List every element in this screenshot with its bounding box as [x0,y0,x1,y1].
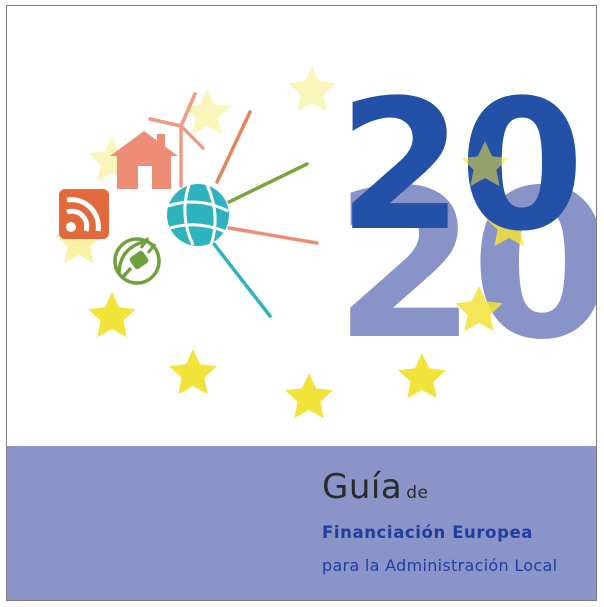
house-icon [110,131,178,189]
wind-turbine-icon [148,92,205,188]
rss-feed-icon [59,189,109,239]
subtitle-line2: para la Administración Local [322,556,558,575]
year-back-numeral: 20 [334,147,597,385]
cover-frame: 20 20 [6,5,597,601]
star-icon [169,349,217,395]
electric-plug-icon [113,237,161,285]
star-icon [398,353,446,399]
star-icon [288,66,336,112]
radiating-lines [212,110,319,318]
star-icon [485,201,533,247]
title-band [7,446,596,600]
title-main: Guía [322,467,403,507]
star-icon [88,292,136,338]
star-icon [455,286,503,332]
star-icon [285,373,333,419]
star-icon [461,141,509,187]
eu-stars-top [461,141,509,187]
title-de: de [406,483,429,503]
star-icon [55,218,103,264]
year-front-numeral: 20 [338,62,581,271]
eu-stars-over-numeral [455,201,533,332]
star-icon [183,89,231,135]
cover-artwork: 20 20 [55,62,597,419]
eu-stars-ring [55,66,446,419]
subtitle-line1: Financiación Europea [322,523,534,542]
globe-network-icon [167,184,229,246]
